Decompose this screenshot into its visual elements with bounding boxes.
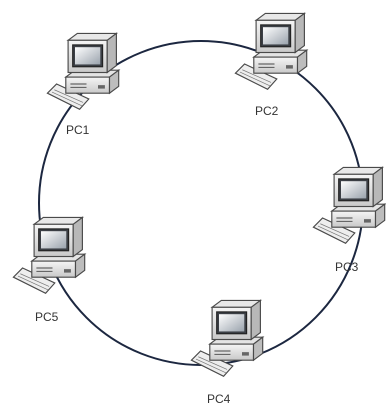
pc-label-pc4: PC4 xyxy=(207,392,231,406)
desktop-computer-icon xyxy=(234,12,308,90)
desktop-computer-icon xyxy=(190,299,264,377)
pc-label-pc2: PC2 xyxy=(255,104,279,118)
desktop-computer-icon xyxy=(312,166,386,244)
pc-label-pc5: PC5 xyxy=(35,310,59,324)
desktop-computer-icon xyxy=(12,216,86,294)
desktop-computer-icon xyxy=(46,32,120,110)
pc-label-pc1: PC1 xyxy=(66,123,90,137)
pc-label-pc3: PC3 xyxy=(335,260,359,274)
